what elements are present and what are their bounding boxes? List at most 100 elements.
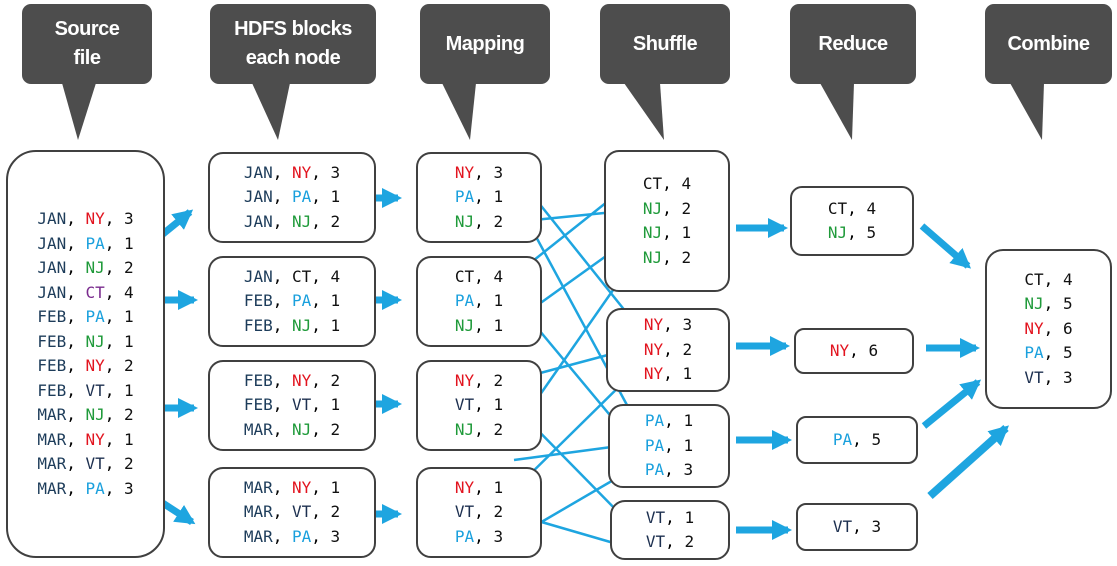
kv-row: MAR, VT, 2 — [37, 454, 134, 473]
state-key: VT — [85, 454, 105, 473]
kv-row: NY, 1 — [643, 364, 693, 384]
month-key: JAN — [243, 266, 273, 286]
mapping-callout-tail — [442, 83, 476, 140]
kv-row: NJ, 5 — [827, 223, 877, 242]
count-value: 3 — [124, 209, 134, 228]
count-value: 1 — [124, 233, 134, 253]
combine-arrow-4 — [927, 425, 1009, 499]
month-key: JAN — [243, 162, 273, 182]
kv-row: NY, 2 — [454, 370, 504, 390]
combine-header: Combine — [985, 4, 1112, 84]
month-key: MAR — [37, 478, 67, 498]
reduce-block-vt: VT, 3 — [796, 503, 918, 551]
count-value: 5 — [1062, 343, 1073, 363]
kv-row: CT, 4 — [1024, 269, 1073, 289]
reduce-callout-tail — [820, 83, 854, 140]
kv-row: PA, 3 — [644, 460, 694, 480]
month-key: JAN — [37, 258, 67, 277]
state-key: VT — [454, 395, 475, 415]
hdfs-blocks-header: HDFS blocks each node — [210, 4, 376, 84]
count-value: 4 — [330, 266, 341, 286]
count-value: 2 — [330, 211, 341, 231]
state-key: NY — [643, 339, 664, 359]
kv-row: NY, 1 — [454, 477, 504, 497]
state-key: NJ — [454, 419, 475, 439]
state-key: NY — [292, 477, 312, 497]
kv-row: FEB, PA, 1 — [37, 307, 134, 326]
month-key: FEB — [243, 370, 273, 390]
count-value: 3 — [124, 478, 134, 498]
state-key: NY — [85, 429, 105, 449]
count-value: 3 — [683, 460, 694, 480]
state-key: NJ — [292, 315, 312, 335]
state-key: PA — [292, 526, 312, 546]
count-value: 1 — [493, 395, 504, 415]
source-callout-tail — [62, 83, 96, 140]
kv-row: JAN, NJ, 2 — [243, 211, 341, 231]
count-value: 1 — [683, 411, 694, 431]
kv-row: JAN, NY, 3 — [37, 209, 134, 228]
count-value: 2 — [681, 198, 692, 218]
count-value: 2 — [124, 258, 134, 277]
state-key: NY — [454, 370, 475, 390]
count-value: 2 — [493, 419, 504, 439]
kv-row: NJ, 2 — [642, 198, 692, 218]
count-value: 2 — [493, 211, 504, 231]
count-value: 1 — [330, 315, 341, 335]
state-key: NY — [454, 477, 475, 497]
kv-row: FEB, PA, 1 — [243, 291, 341, 311]
kv-row: MAR, NY, 1 — [37, 429, 134, 449]
month-key: MAR — [37, 429, 67, 449]
kv-row: VT, 2 — [454, 502, 504, 522]
count-value: 3 — [330, 162, 341, 182]
kv-row: NY, 6 — [829, 340, 879, 360]
month-key: MAR — [243, 526, 273, 546]
state-key: PA — [644, 460, 665, 480]
state-key: NJ — [454, 315, 475, 335]
kv-row: FEB, VT, 1 — [243, 395, 341, 415]
kv-row: VT, 2 — [645, 532, 695, 551]
mapping-header: Mapping — [420, 4, 550, 84]
month-key: FEB — [243, 395, 273, 415]
state-key: CT — [292, 266, 312, 286]
state-key: VT — [645, 532, 666, 551]
month-key: MAR — [243, 419, 273, 439]
state-key: PA — [454, 291, 475, 311]
state-key: NY — [643, 315, 664, 335]
state-key: CT — [642, 174, 663, 193]
state-key: NJ — [85, 405, 105, 424]
month-key: MAR — [37, 405, 67, 424]
state-key: PA — [454, 526, 475, 546]
kv-row: JAN, CT, 4 — [37, 282, 134, 302]
mapping-block-4: NY, 1 VT, 2 PA, 3 — [416, 467, 542, 558]
count-value: 1 — [493, 477, 504, 497]
combine-arrow-1 — [919, 223, 972, 269]
state-key: NJ — [642, 247, 663, 267]
count-value: 1 — [124, 307, 134, 326]
state-key: CT — [454, 266, 475, 286]
shuffle-callout-tail — [624, 83, 664, 140]
kv-row: PA, 3 — [454, 526, 504, 546]
kv-row: PA, 5 — [1024, 343, 1073, 363]
month-key: FEB — [37, 307, 67, 326]
kv-row: NJ, 2 — [454, 211, 504, 231]
state-key: NJ — [292, 419, 312, 439]
state-key: NY — [829, 340, 850, 360]
kv-row: FEB, NY, 2 — [243, 370, 341, 390]
kv-row: CT, 4 — [642, 174, 692, 193]
count-value: 2 — [330, 502, 341, 522]
kv-row: NJ, 2 — [454, 419, 504, 439]
count-value: 2 — [684, 532, 695, 551]
kv-row: JAN, CT, 4 — [243, 266, 341, 286]
count-value: 2 — [682, 339, 693, 359]
shuffle-header: Shuffle — [600, 4, 730, 84]
kv-row: MAR, PA, 3 — [37, 478, 134, 498]
count-value: 2 — [681, 247, 692, 267]
source-file-header: Source file — [22, 4, 152, 84]
